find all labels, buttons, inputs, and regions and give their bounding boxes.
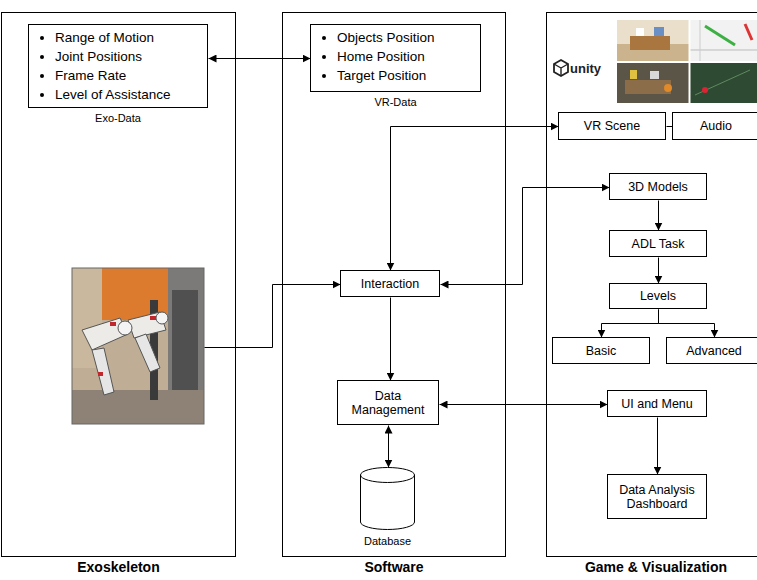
box-label: Audio — [700, 119, 732, 133]
connector-arrow — [657, 418, 658, 475]
box-caption: Exo-Data — [9, 112, 227, 125]
connector-arrow — [391, 127, 559, 271]
panel-heading: Game & Visualization — [547, 559, 757, 575]
unity-icon — [554, 60, 568, 76]
bullet-item: Home Position — [337, 47, 474, 66]
section-panel: Game & VisualizationVR SceneAudio3D Mode… — [546, 12, 757, 557]
connector-arrow — [390, 298, 391, 381]
box-label: 3D Models — [628, 180, 688, 194]
process-box: Data Analysis Dashboard — [607, 474, 707, 519]
section-panel: SoftwareObjects PositionHome PositionTar… — [282, 12, 506, 557]
bullet-item: Level of Assistance — [55, 85, 201, 104]
bullet-item: Target Position — [337, 66, 474, 85]
box-caption: VR-Data — [291, 96, 500, 109]
box-label: Levels — [640, 289, 676, 303]
process-box: Levels — [609, 283, 707, 309]
box-label: Advanced — [686, 344, 742, 358]
logo-text: unity — [570, 61, 601, 76]
process-box: VR Scene — [558, 112, 666, 140]
connector-arrow — [441, 188, 610, 285]
process-box: 3D Models — [609, 173, 707, 200]
process-box: ADL Task — [609, 230, 707, 257]
process-box: Interaction — [340, 270, 440, 297]
bullet-item: Objects Position — [337, 28, 474, 47]
panel-heading: Exoskeleton — [2, 559, 235, 575]
cylinder-outline — [360, 467, 415, 530]
panel-heading: Software — [283, 559, 505, 575]
process-box: UI and Menu — [607, 390, 707, 417]
process-box: Data Management — [337, 380, 439, 425]
connector-arrow — [602, 310, 659, 338]
bullet-list: Range of MotionJoint PositionsFrame Rate… — [35, 28, 201, 104]
connector-arrow — [209, 58, 311, 59]
box-label: Interaction — [361, 277, 419, 291]
box-label: ADL Task — [632, 237, 685, 251]
box-caption: Database — [340, 535, 435, 548]
process-box: Audio — [672, 112, 757, 140]
bullet-item: Range of Motion — [55, 28, 201, 47]
connector-arrow — [659, 310, 715, 338]
connector-arrow — [440, 404, 608, 405]
connector-arrow — [658, 201, 659, 231]
data-box: Objects PositionHome PositionTarget Posi… — [310, 24, 481, 92]
process-box: Advanced — [666, 337, 757, 364]
process-box: Basic — [552, 337, 650, 364]
connector-arrow — [388, 426, 389, 468]
connector-arrow — [658, 258, 659, 284]
box-label: VR Scene — [584, 119, 640, 133]
database-cylinder: Database — [360, 467, 415, 530]
game-screenshots — [617, 20, 757, 103]
data-box: Range of MotionJoint PositionsFrame Rate… — [28, 24, 208, 108]
box-label: Basic — [586, 344, 617, 358]
exoskeleton-photo — [72, 268, 204, 424]
section-panel: ExoskeletonRange of MotionJoint Position… — [1, 12, 236, 557]
bullet-item: Frame Rate — [55, 66, 201, 85]
box-label: Data Analysis Dashboard — [613, 483, 701, 511]
bullet-list: Objects PositionHome PositionTarget Posi… — [317, 28, 474, 85]
connector-arrow — [205, 285, 341, 348]
box-label: UI and Menu — [621, 397, 693, 411]
bullet-item: Joint Positions — [55, 47, 201, 66]
box-label: Data Management — [343, 389, 433, 417]
